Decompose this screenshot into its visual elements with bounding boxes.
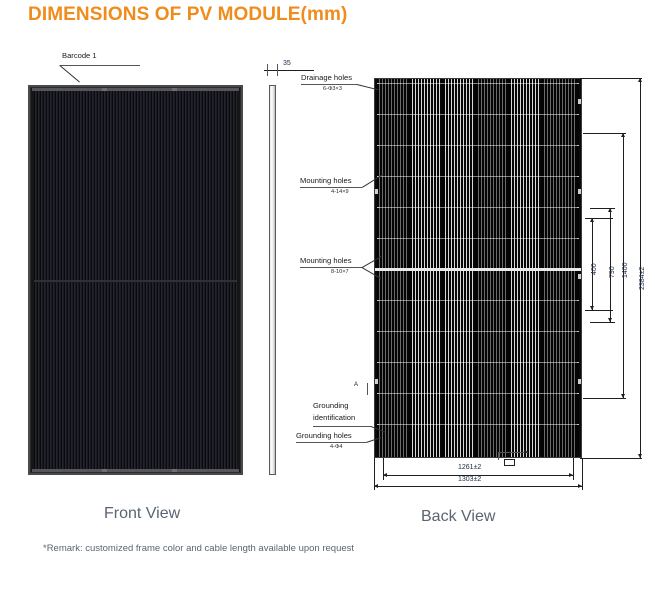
- side-thickness-tick-left: [267, 64, 268, 76]
- frame-mounting-notch: [578, 189, 581, 194]
- page-title: DIMENSIONS OF PV MODULE(mm): [28, 4, 348, 25]
- dim-1303-left-ext: [374, 458, 375, 490]
- dim-400-lower-ext: [585, 310, 613, 311]
- grounding-holes-leader: [296, 442, 366, 443]
- section-marker-a: A: [354, 382, 359, 388]
- remark-text: *Remark: customized frame color and cabl…: [43, 543, 355, 554]
- mounting-holes-2-sublabel: 8-10×7: [331, 269, 349, 275]
- back-view-panel: [374, 78, 582, 458]
- grounding-identification-leader: [313, 426, 371, 427]
- dim-790-upper-ext: [590, 208, 615, 209]
- dim-1261-arrow-left: [383, 472, 387, 477]
- frame-mounting-notch: [375, 189, 378, 194]
- frame-mounting-notch: [578, 379, 581, 384]
- dim-1400-value: 1400: [622, 262, 629, 278]
- dim-1303-arrow-right: [578, 483, 582, 488]
- dim-790-value: 790: [609, 266, 616, 278]
- dim-400-arrow-bottom: [589, 306, 594, 310]
- jbox-detail-line-horizontal: [498, 452, 528, 453]
- mounting-holes-1-label: Mounting holes: [300, 176, 352, 185]
- grounding-identification-label-line1: Grounding: [313, 401, 349, 410]
- dim-1303-right-ext: [582, 458, 583, 490]
- dim-1400-lower-ext: [583, 398, 626, 399]
- dim-height-lower-ext: [580, 458, 642, 459]
- front-view-panel: [28, 85, 243, 475]
- dim-height-line: [640, 78, 641, 458]
- grounding-holes-label: Grounding holes: [296, 431, 352, 440]
- dim-1261-line: [383, 475, 573, 476]
- side-thickness-tick-right: [277, 64, 278, 76]
- drainage-holes-label: Drainage holes: [301, 73, 353, 82]
- front-panel-center-busbar: [34, 280, 237, 282]
- dim-790-lower-ext: [590, 322, 615, 323]
- dim-1400-upper-ext: [583, 133, 626, 134]
- drainage-holes-leader: [301, 84, 357, 85]
- dim-1303-arrow-left: [374, 483, 378, 488]
- dim-790-line: [610, 208, 611, 322]
- dim-1400-arrow-top: [620, 133, 625, 137]
- section-marker-line: [367, 383, 368, 395]
- dim-1303-line: [374, 486, 582, 487]
- dim-height-value: 2384±2: [639, 266, 646, 290]
- mounting-holes-1-sublabel: 4-14×9: [331, 189, 349, 195]
- dim-400-value: 400: [591, 263, 598, 275]
- dim-1261-value: 1261±2: [458, 464, 482, 471]
- junction-box-marker: [504, 459, 515, 466]
- dim-1261-arrow-right: [569, 472, 573, 477]
- dim-1400-line: [623, 133, 624, 398]
- dim-400-arrow-top: [589, 218, 594, 222]
- front-view-caption: Front View: [104, 505, 181, 522]
- front-panel-top-frame: [32, 88, 239, 91]
- dim-1400-arrow-bottom: [620, 394, 625, 398]
- back-view-caption: Back View: [421, 508, 496, 525]
- mounting-holes-2-label: Mounting holes: [300, 256, 352, 265]
- dim-1261-left-ext: [383, 458, 384, 480]
- back-panel-center-busbar: [375, 268, 581, 271]
- barcode-label: Barcode 1: [62, 51, 97, 60]
- dim-1261-right-ext: [573, 458, 574, 480]
- dim-400-line: [592, 218, 593, 310]
- dim-1303-value: 1303±2: [458, 476, 482, 483]
- side-view-profile: [269, 85, 276, 475]
- dim-790-arrow-top: [607, 208, 612, 212]
- mounting-holes-2-leader: [300, 267, 362, 268]
- barcode-leader-horizontal: [60, 65, 140, 66]
- front-frame-tab: [172, 88, 177, 91]
- dim-790-arrow-bottom: [607, 318, 612, 322]
- dim-height-upper-ext: [580, 78, 642, 79]
- mounting-holes-1-leader: [300, 187, 362, 188]
- side-thickness-dim-line: [264, 70, 314, 71]
- front-frame-tab: [102, 88, 107, 91]
- frame-mounting-notch: [375, 379, 378, 384]
- grounding-identification-label-line2: identification: [313, 413, 356, 422]
- jbox-detail-arrow: [524, 449, 528, 454]
- jbox-detail-line-vertical: [498, 452, 499, 460]
- drainage-holes-sublabel: 6-Φ3×3: [323, 86, 342, 92]
- frame-mounting-notch: [578, 274, 581, 279]
- grounding-holes-sublabel: 4-Φ4: [330, 444, 343, 450]
- dim-400-upper-ext: [585, 218, 613, 219]
- front-panel-bottom-frame: [32, 469, 239, 472]
- front-panel-cells: [34, 91, 237, 469]
- barcode-leader-diagonal: [59, 65, 80, 83]
- front-frame-tab: [102, 469, 107, 472]
- front-frame-tab: [172, 469, 177, 472]
- dim-height-arrow-bottom: [637, 454, 642, 458]
- side-thickness-value: 35: [283, 60, 291, 67]
- dim-height-arrow-top: [637, 78, 642, 82]
- frame-mounting-notch: [578, 99, 581, 104]
